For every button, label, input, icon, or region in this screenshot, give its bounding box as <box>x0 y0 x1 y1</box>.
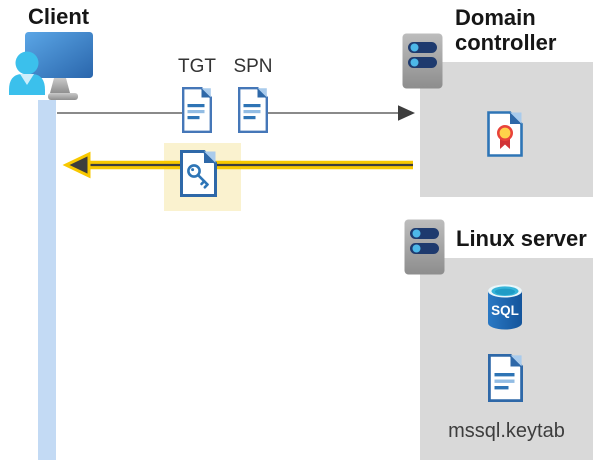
certificate-icon <box>487 111 523 157</box>
sql-database-icon: SQL <box>488 284 522 330</box>
spn-document-icon <box>238 87 268 133</box>
domain-controller-title: Domain controller <box>455 5 557 55</box>
linux-server-server-icon <box>404 219 445 275</box>
sql-badge-text: SQL <box>491 303 519 318</box>
client-lifeline <box>38 100 56 460</box>
user-at-computer-icon <box>9 32 93 100</box>
keytab-document-icon <box>488 354 523 402</box>
key-document-icon <box>180 150 217 197</box>
request-arrow <box>57 105 415 121</box>
linux-server-title: Linux server <box>456 226 587 251</box>
tgt-document-icon <box>182 87 212 133</box>
spn-label: SPN <box>233 56 273 77</box>
tgt-label: TGT <box>178 56 216 77</box>
domain-controller-server-icon <box>402 33 443 89</box>
client-title: Client <box>28 4 90 29</box>
keytab-filename: mssql.keytab <box>448 420 565 442</box>
